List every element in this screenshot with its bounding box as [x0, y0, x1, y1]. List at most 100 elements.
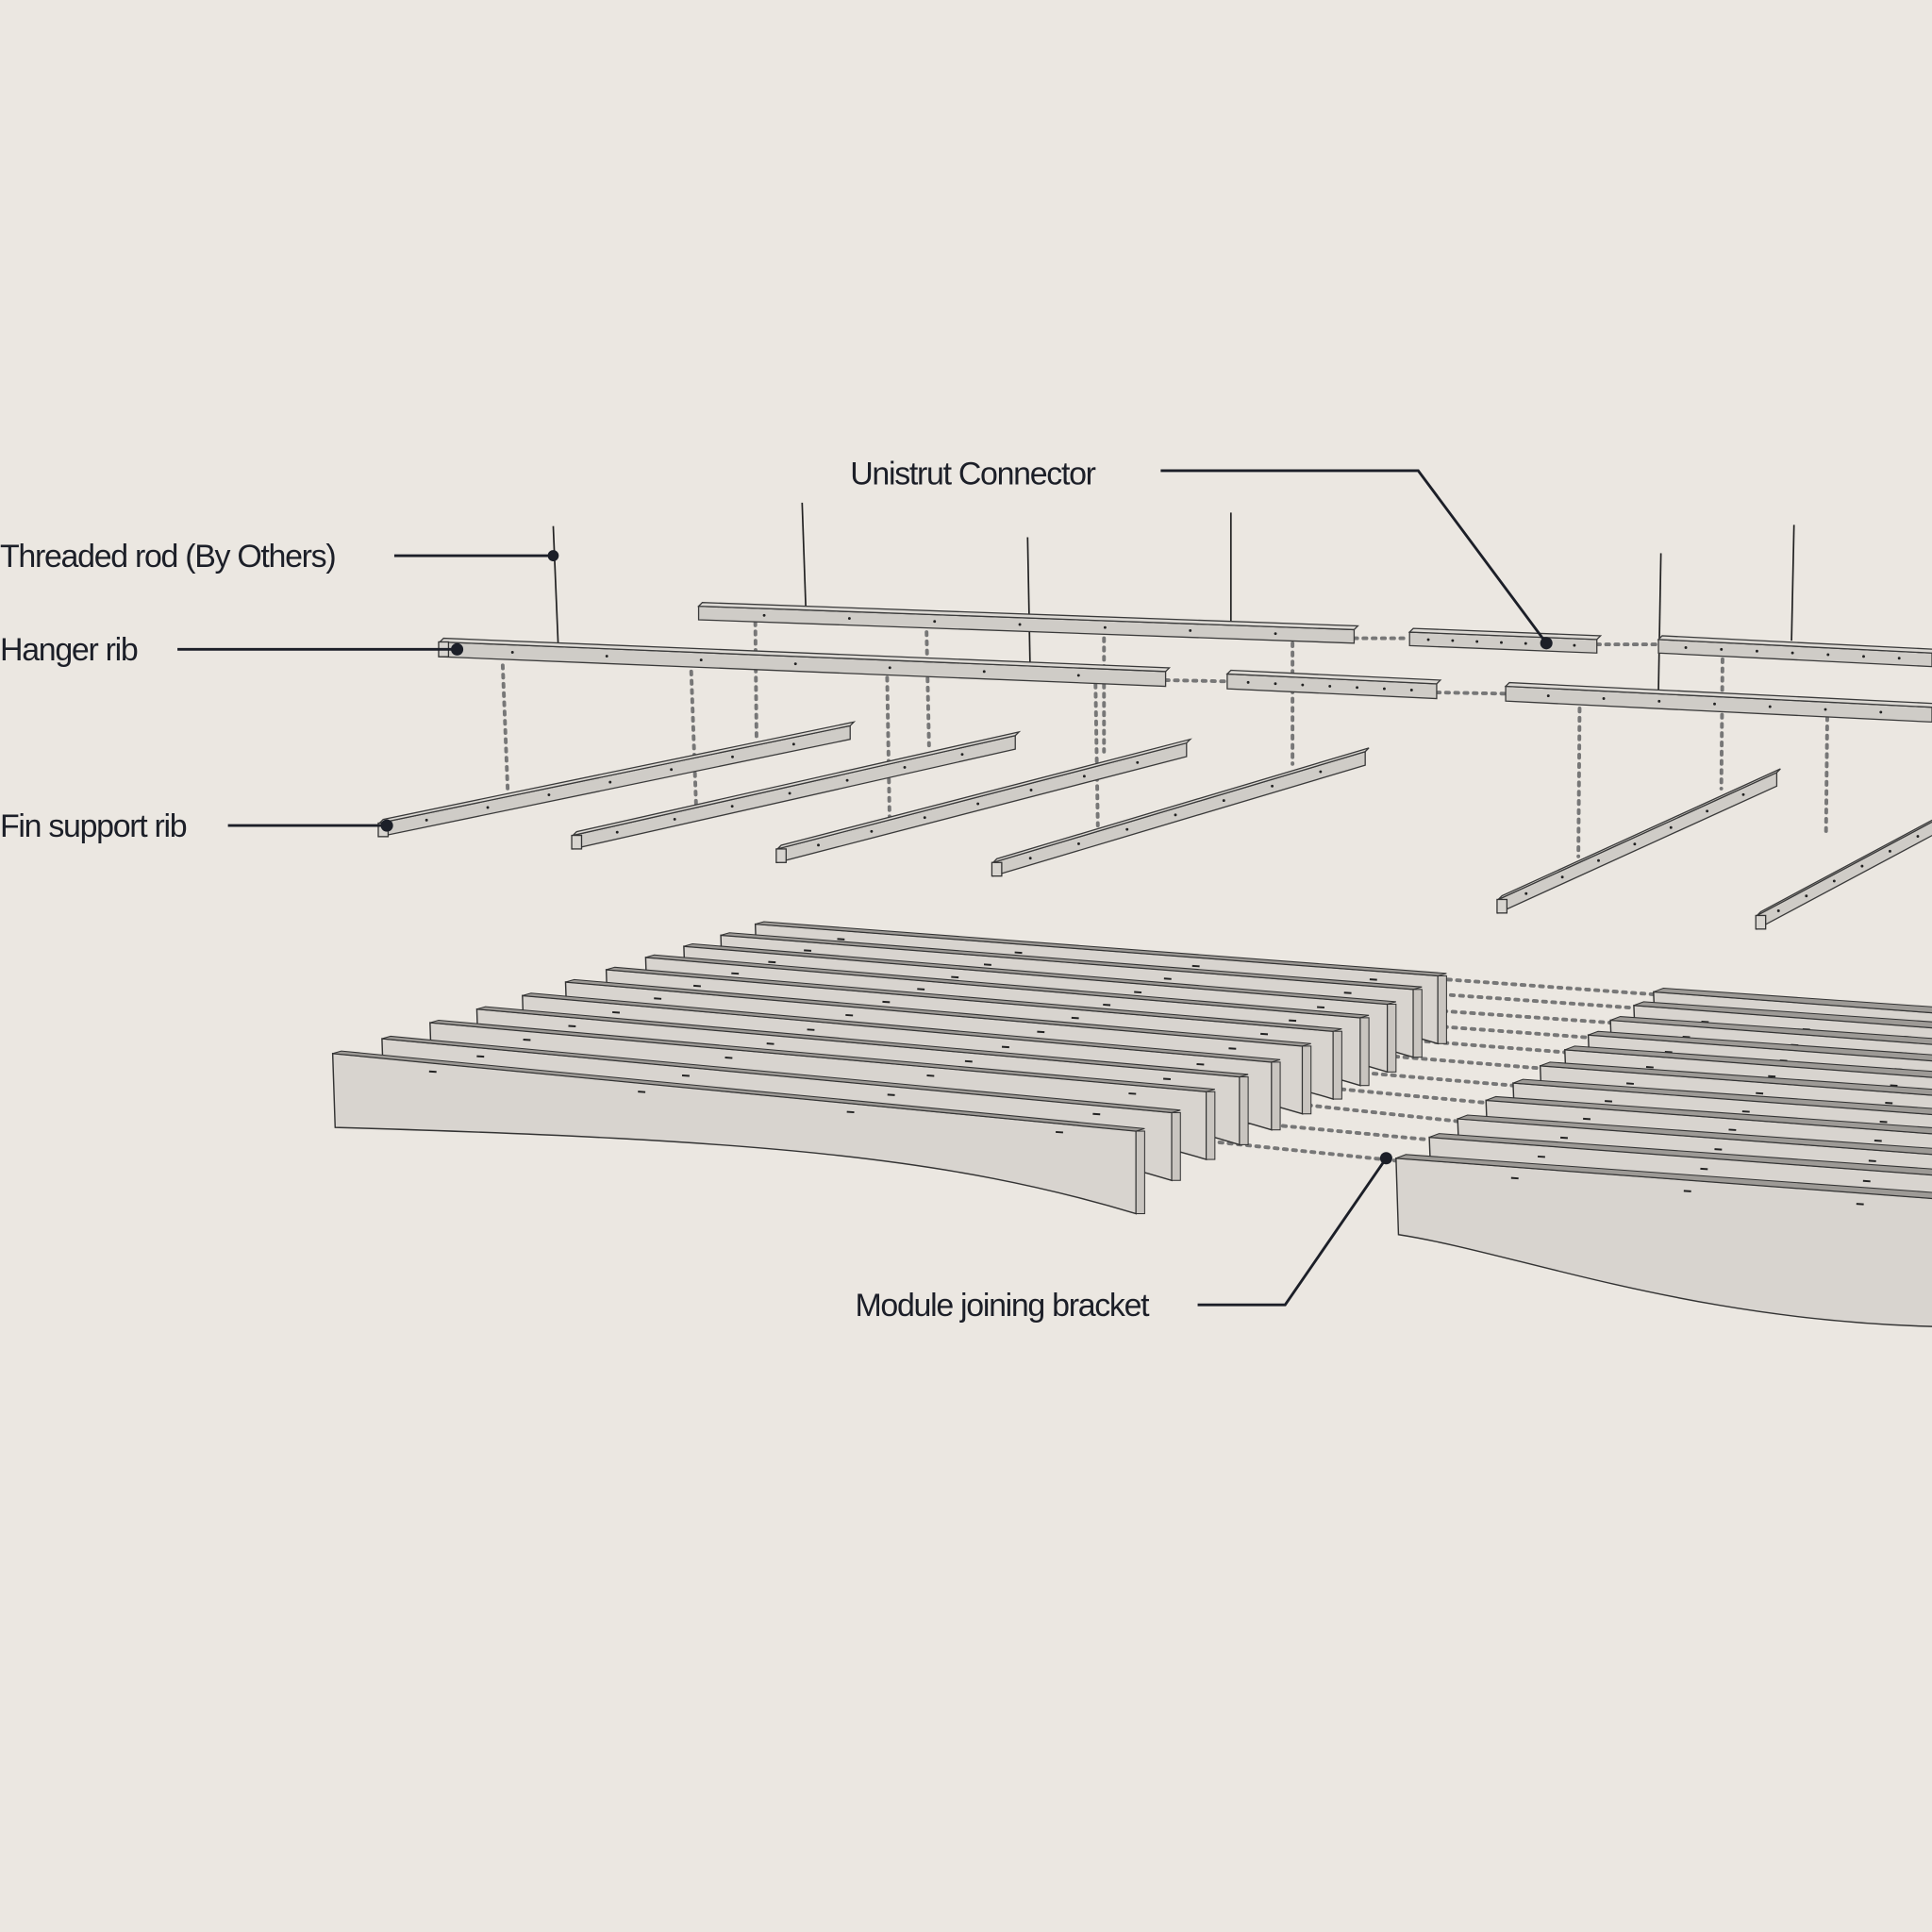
callout-unistrut-connector: Unistrut Connector: [850, 456, 1553, 650]
bolt-hole: [903, 765, 907, 769]
unistrut-connector-top: [1407, 627, 1603, 641]
fin-slot: [1700, 1167, 1708, 1171]
fin-slot: [845, 1013, 854, 1017]
bolt-hole: [1475, 640, 1479, 643]
fin-panel-end: [1412, 989, 1423, 1058]
fin-slot: [1092, 1112, 1101, 1116]
dotted-guide-line: [924, 630, 931, 748]
bolt-hole: [762, 613, 766, 617]
bolt-hole: [615, 830, 619, 834]
threaded-rod: [801, 502, 808, 609]
fin-support-rib-end: [1755, 914, 1767, 930]
fin-panel-top-edge: [1633, 1001, 1932, 1029]
dotted-guide-line: [1163, 678, 1229, 684]
fin-panel-end: [1206, 1091, 1216, 1160]
bolt-hole: [791, 742, 795, 746]
bolt-hole: [1136, 760, 1140, 764]
assembly-guide-lines: [500, 620, 1829, 1163]
fin-slot: [1890, 1084, 1898, 1087]
fin-slot: [926, 1074, 935, 1077]
fin-support-rib-top: [571, 730, 1022, 837]
module-join-guide: [1445, 977, 1656, 996]
callout-hanger-rib: Hanger rib: [0, 632, 464, 668]
bolt-hole: [673, 817, 676, 821]
fin-support-rib-top: [1497, 768, 1781, 901]
fin-slot: [1289, 1019, 1297, 1023]
fin-slot: [476, 1055, 485, 1058]
bolt-hole: [1776, 909, 1780, 912]
fin-panel-top-edge: [381, 1035, 1181, 1113]
fin-slot: [983, 963, 991, 966]
bolt-hole: [1082, 774, 1086, 778]
bolt-hole: [1189, 628, 1192, 632]
fin-slot: [1196, 1062, 1205, 1066]
bolt-hole: [1755, 649, 1758, 653]
fin-slot: [964, 1059, 973, 1063]
fin-panel-top-edge: [332, 1050, 1145, 1132]
bolt-hole: [1077, 841, 1080, 845]
fin-slot: [523, 1039, 531, 1041]
bolt-hole: [888, 666, 891, 670]
fin-support-rib-end: [991, 861, 1003, 877]
bolt-hole: [817, 843, 820, 847]
fin-panels: [331, 921, 1932, 1327]
bolt-hole: [1382, 687, 1386, 691]
bolt-hole: [1741, 792, 1745, 796]
bolt-hole: [960, 753, 964, 757]
fin-slot: [1343, 991, 1352, 994]
bolt-hole: [1222, 799, 1225, 803]
dotted-guide-line: [753, 620, 758, 741]
bolt-hole: [1706, 809, 1709, 813]
fin-slot: [568, 1024, 576, 1027]
fin-panel-end: [1332, 1030, 1342, 1100]
bolt-hole: [1246, 680, 1250, 684]
fin-slot: [766, 1042, 774, 1045]
bolt-hole: [982, 670, 986, 674]
threaded-rod: [1657, 553, 1662, 691]
fin-panel-top-edge: [645, 954, 1370, 1019]
fin-panel-end: [1437, 974, 1447, 1044]
bolt-hole: [870, 829, 874, 833]
fin-slot: [1317, 1006, 1325, 1008]
fin-slot: [1037, 1030, 1045, 1034]
fin-slot: [1868, 1159, 1876, 1162]
fin-slot: [1103, 1003, 1111, 1007]
fin-slot: [1626, 1082, 1634, 1085]
bolt-hole: [1768, 705, 1772, 708]
bolt-hole: [1916, 835, 1920, 838]
fin-panel: [1395, 1157, 1932, 1327]
bolt-hole: [923, 816, 926, 820]
bolt-hole: [1274, 682, 1277, 686]
fin-slot: [951, 975, 959, 979]
fin-support-rib-top: [775, 738, 1192, 851]
fin-slot: [1885, 1102, 1893, 1105]
bolt-hole: [605, 655, 608, 658]
fin-panel-top-edge: [565, 978, 1311, 1047]
label-unistrut-connector: Unistrut Connector: [850, 456, 1095, 491]
bolt-hole: [1319, 770, 1323, 774]
dotted-guide-line: [1093, 673, 1100, 828]
fin-panel-end: [1171, 1111, 1181, 1181]
fin-panel-top-edge: [1486, 1095, 1932, 1135]
hanger-rib-top: [697, 602, 1359, 631]
fin-panel-end: [1302, 1045, 1312, 1115]
hanger-rib-top: [1657, 635, 1932, 654]
fin-support-rib-top: [377, 721, 857, 824]
bolt-hole: [670, 768, 674, 772]
bolt-hole: [1076, 674, 1080, 677]
bolt-hole: [1560, 875, 1564, 879]
fin-panel-top-edge: [1512, 1078, 1932, 1115]
fin-panel-top-edge: [429, 1019, 1215, 1092]
bolt-hole: [1720, 647, 1724, 651]
fin-slot: [1605, 1100, 1612, 1103]
bolt-hole: [1524, 641, 1527, 645]
bolt-hole: [1328, 684, 1332, 688]
bolt-hole: [933, 620, 937, 624]
fin-slot: [1682, 1035, 1690, 1039]
bolt-hole: [1103, 625, 1107, 629]
callout-fin-support-rib: Fin support rib: [0, 808, 393, 844]
bolt-hole: [486, 806, 490, 809]
bolt-hole: [1888, 849, 1891, 853]
bolt-hole: [1018, 623, 1022, 626]
